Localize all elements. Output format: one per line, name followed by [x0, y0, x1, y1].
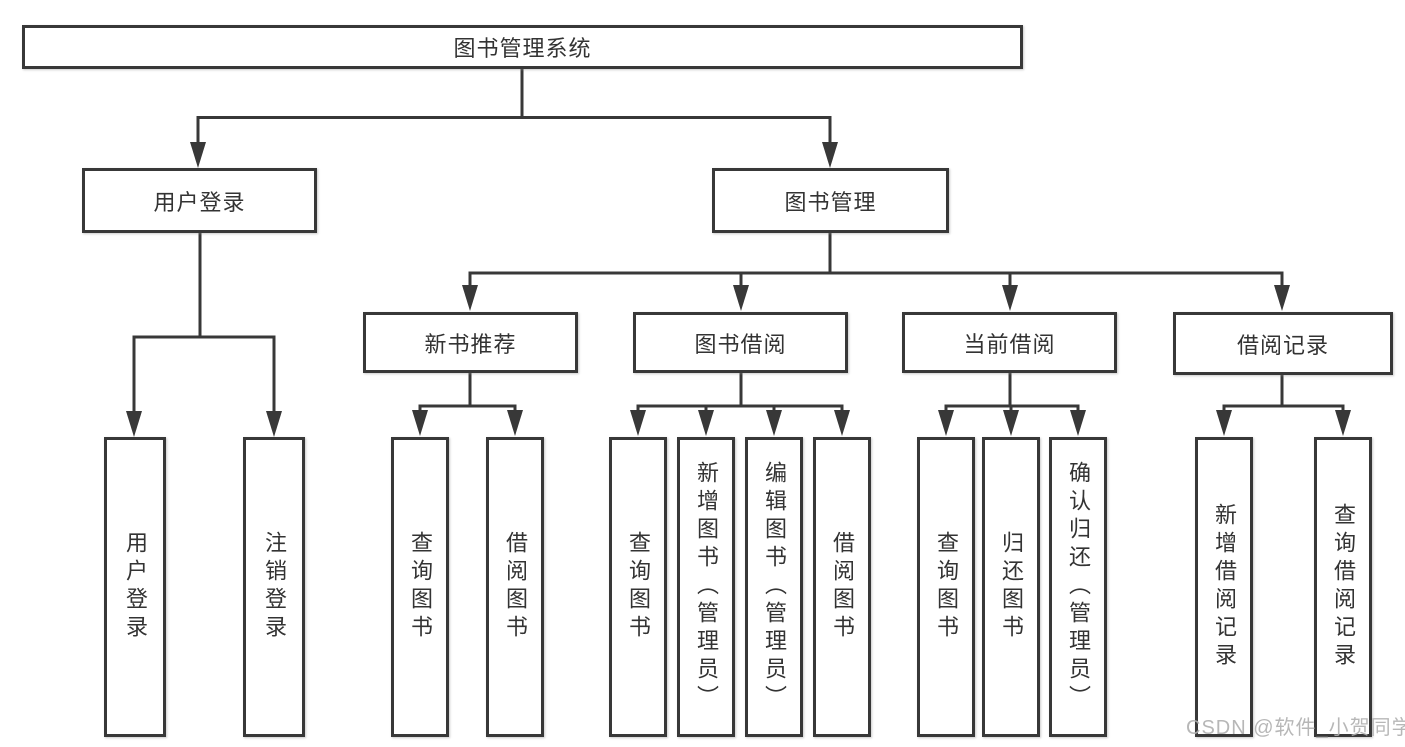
arrowhead	[1216, 410, 1232, 436]
arrowhead	[507, 410, 523, 436]
leaf-borrow-query-books-label: 查询图书	[626, 531, 651, 643]
leaf-edit-books-admin-label: 编辑图书（管理员）	[762, 461, 787, 713]
node-root-label: 图书管理系统	[453, 36, 592, 61]
arrowhead	[766, 410, 782, 436]
leaf-borrow-books: 借阅图书	[813, 437, 871, 737]
node-book-borrow-label: 图书借阅	[694, 331, 787, 357]
node-user-login-label: 用户登录	[153, 189, 246, 215]
leaf-return-books-label: 归还图书	[999, 531, 1024, 643]
leaf-user-login: 用户登录	[104, 437, 166, 737]
leaf-recommend-query-books: 查询图书	[391, 437, 449, 737]
node-new-book-recommend: 新书推荐	[363, 312, 578, 373]
leaf-logout-label: 注销登录	[262, 531, 287, 643]
arrowhead	[1003, 410, 1019, 436]
arrowhead	[834, 410, 850, 436]
node-user-login: 用户登录	[82, 168, 317, 233]
arrowhead	[630, 410, 646, 436]
leaf-add-books-admin-label: 新增图书（管理员）	[694, 461, 719, 713]
arrowhead	[1070, 410, 1086, 436]
watermark: CSDN @软件_小贺同学	[1186, 717, 1405, 739]
leaf-current-query-books: 查询图书	[917, 437, 975, 737]
arrowhead	[733, 285, 749, 311]
node-current-borrow: 当前借阅	[902, 312, 1117, 373]
arrowhead	[412, 410, 428, 436]
node-root: 图书管理系统	[22, 25, 1023, 69]
leaf-current-query-books-label: 查询图书	[934, 531, 959, 643]
node-new-book-recommend-label: 新书推荐	[424, 331, 517, 357]
arrowhead	[126, 411, 142, 437]
leaf-add-borrow-record: 新增借阅记录	[1195, 437, 1253, 737]
arrowhead	[698, 410, 714, 436]
node-book-management: 图书管理	[712, 168, 949, 233]
arrowhead	[938, 410, 954, 436]
arrowhead	[266, 411, 282, 437]
leaf-recommend-borrow-books-label: 借阅图书	[503, 531, 528, 643]
leaf-logout: 注销登录	[243, 437, 305, 737]
node-borrow-records: 借阅记录	[1173, 312, 1393, 375]
arrowhead	[1274, 285, 1290, 311]
leaf-return-books: 归还图书	[982, 437, 1040, 737]
leaf-recommend-query-books-label: 查询图书	[408, 531, 433, 643]
node-book-borrow: 图书借阅	[633, 312, 848, 373]
arrowhead	[1335, 410, 1351, 436]
arrowhead	[822, 142, 838, 168]
leaf-recommend-borrow-books: 借阅图书	[486, 437, 544, 737]
leaf-borrow-query-books: 查询图书	[609, 437, 667, 737]
arrowhead	[190, 142, 206, 168]
node-borrow-records-label: 借阅记录	[1236, 332, 1329, 358]
leaf-add-borrow-record-label: 新增借阅记录	[1212, 503, 1237, 671]
leaf-confirm-return-admin: 确认归还（管理员）	[1049, 437, 1107, 737]
leaf-user-login-label: 用户登录	[123, 531, 148, 643]
leaf-confirm-return-admin-label: 确认归还（管理员）	[1066, 461, 1091, 713]
node-current-borrow-label: 当前借阅	[963, 331, 1056, 357]
leaf-query-borrow-record: 查询借阅记录	[1314, 437, 1372, 737]
arrowhead	[1002, 285, 1018, 311]
leaf-edit-books-admin: 编辑图书（管理员）	[745, 437, 803, 737]
leaf-borrow-books-label: 借阅图书	[830, 531, 855, 643]
node-book-management-label: 图书管理	[784, 189, 877, 215]
leaf-add-books-admin: 新增图书（管理员）	[677, 437, 735, 737]
leaf-query-borrow-record-label: 查询借阅记录	[1331, 503, 1356, 671]
arrowhead	[462, 285, 478, 311]
